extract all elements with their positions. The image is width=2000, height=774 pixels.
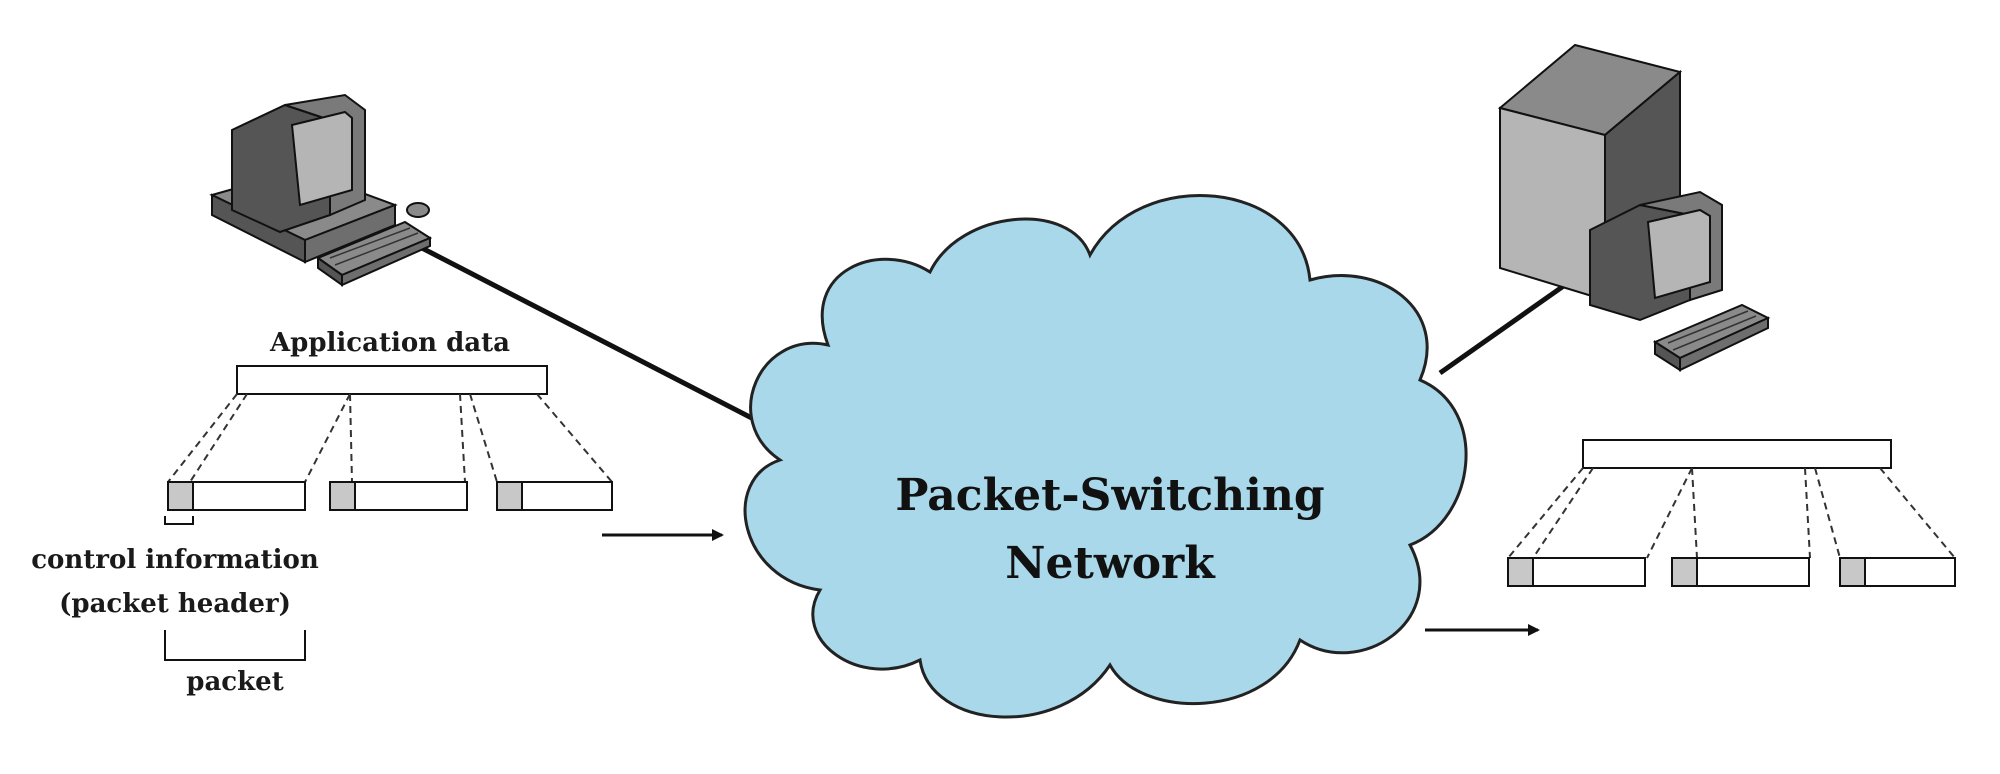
packet-2 [329,481,468,511]
packet-bracket [164,630,306,661]
packet-1 [167,481,306,511]
packet-3 [496,481,613,511]
control-information-label: control information [31,545,319,575]
cloud-title-line2: Network [1005,538,1216,589]
cloud-shape [743,193,1468,719]
sender-packetization: Application data control information [31,328,724,697]
sender-link-line [416,243,777,433]
header-bracket [164,516,194,525]
desktop-computer-icon [209,93,433,287]
split-lines [167,393,613,483]
application-data-box [236,365,548,395]
receiver-link-line [1438,282,1567,376]
server-computer-icon [1497,43,1771,372]
merge-lines [1507,467,1956,559]
received-packet-2 [1671,557,1810,587]
receiver-reassembly [1425,439,1956,636]
cloud-title-line1: Packet-Switching [895,470,1324,521]
packet-label: packet [186,667,283,697]
reassembled-data-box [1582,439,1892,469]
packet-header-label: (packet header) [59,589,291,619]
received-packet-3 [1839,557,1956,587]
application-data-label: Application data [269,328,510,358]
network-cloud: Packet-Switching Network [743,193,1468,719]
received-packet-1 [1507,557,1646,587]
